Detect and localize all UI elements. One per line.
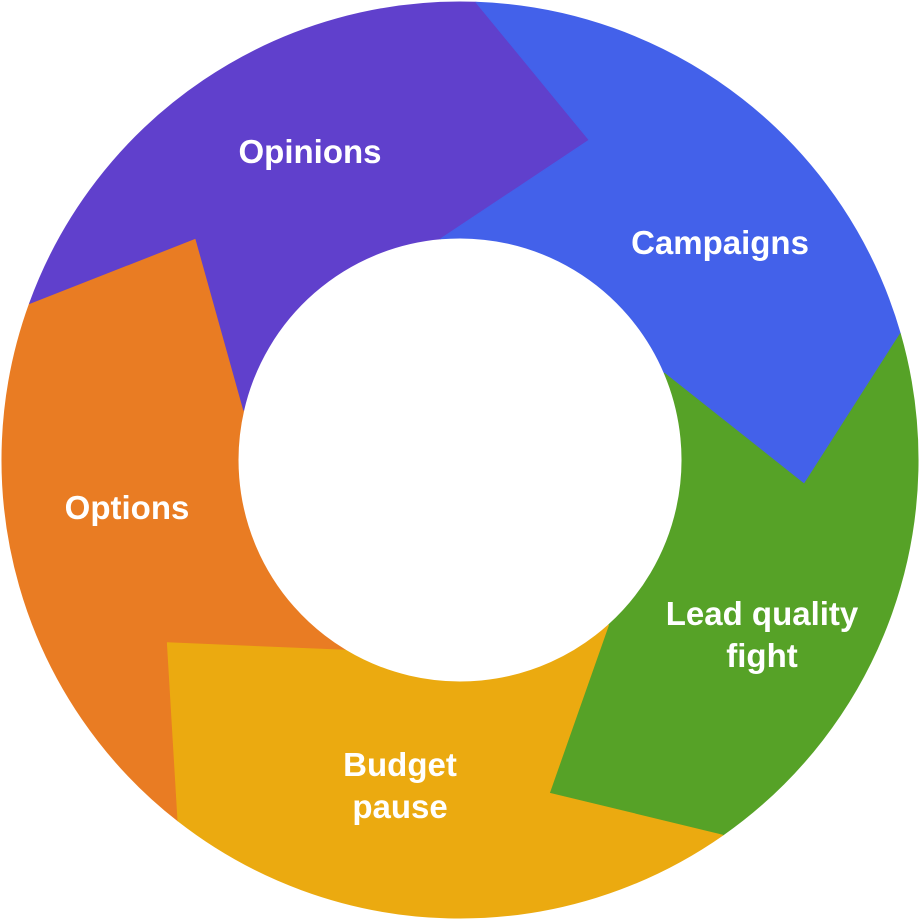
segment-campaigns: [440, 1, 901, 485]
label-line: fight: [726, 637, 798, 674]
segment-opinions: [29, 1, 590, 411]
label-line: Lead quality: [665, 595, 859, 632]
label-options: Options: [64, 489, 190, 526]
segment-budget-pause: [166, 624, 724, 919]
label-line: Budget: [343, 746, 457, 783]
label-line: pause: [352, 788, 448, 825]
segment-lead-quality-fight: [548, 333, 919, 836]
label-lead-quality-fight: Lead quality fight: [666, 593, 859, 677]
label-budget-pause: Budget pause: [343, 744, 457, 828]
segment-options: [1, 237, 347, 822]
label-campaigns: Campaigns: [631, 224, 809, 261]
label-opinions: Opinions: [238, 133, 382, 170]
